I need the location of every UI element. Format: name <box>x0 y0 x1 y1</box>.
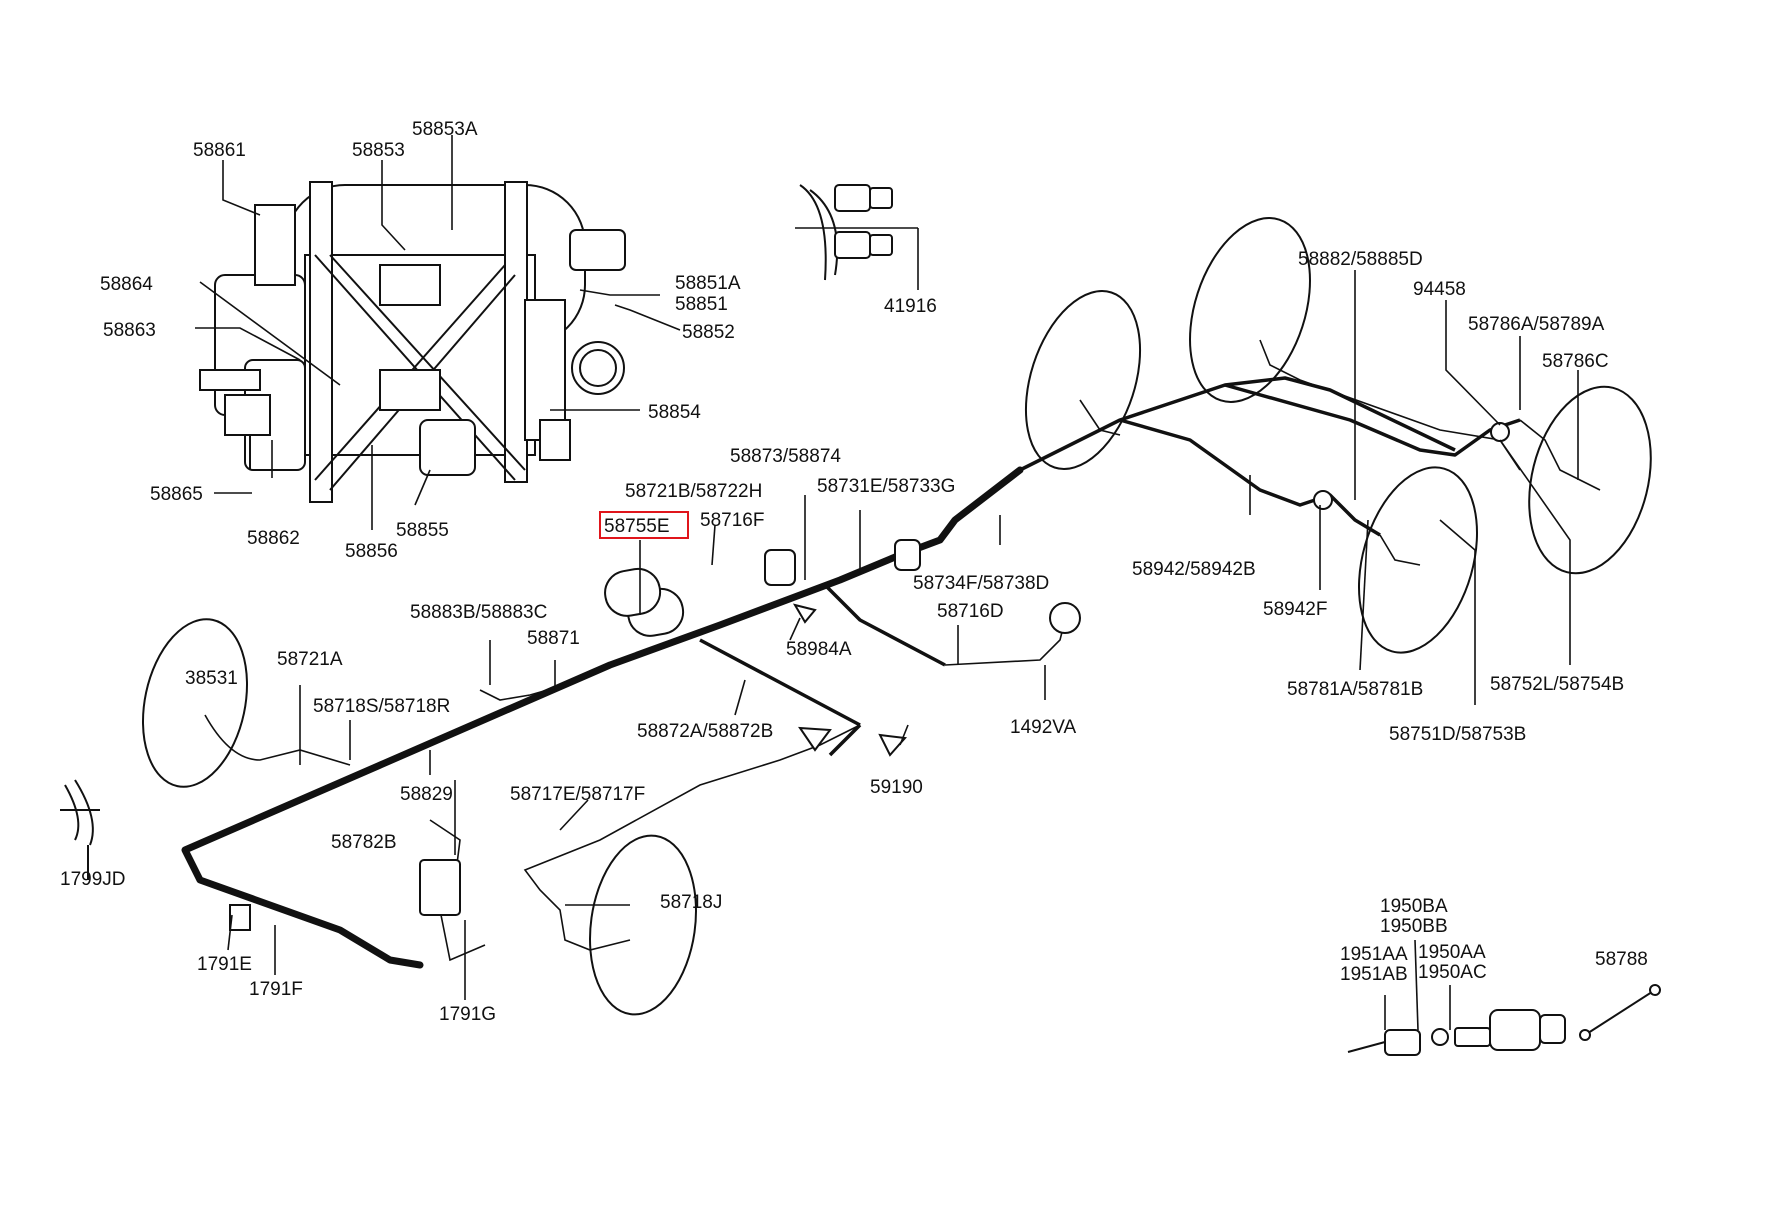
label-58856[interactable]: 58856 <box>345 541 398 562</box>
label-58718S-58718R[interactable]: 58718S/58718R <box>313 696 450 717</box>
label-58829[interactable]: 58829 <box>400 784 453 805</box>
label-1791E[interactable]: 1791E <box>197 954 252 975</box>
label-1492VA[interactable]: 1492VA <box>1010 717 1077 738</box>
fitting-41916 <box>799 184 893 281</box>
label-41916[interactable]: 41916 <box>884 296 937 317</box>
label-1951AB[interactable]: 1951AB <box>1340 964 1408 985</box>
label-58786A-58789A[interactable]: 58786A/58789A <box>1468 314 1605 335</box>
label-1950AA[interactable]: 1950AA <box>1418 942 1486 963</box>
label-1950BA[interactable]: 1950BA <box>1380 896 1448 917</box>
label-1799JD[interactable]: 1799JD <box>60 869 126 890</box>
label-58851A[interactable]: 58851A <box>675 273 741 294</box>
label-58786C[interactable]: 58786C <box>1542 351 1609 372</box>
label-58864[interactable]: 58864 <box>100 274 153 295</box>
label-58734F-58738D[interactable]: 58734F/58738D <box>913 573 1049 594</box>
label-1791F[interactable]: 1791F <box>249 979 303 1000</box>
part-labels: 58861 58853 58853A 58864 58863 58865 588… <box>60 119 1648 1025</box>
label-58855[interactable]: 58855 <box>396 520 449 541</box>
label-58851[interactable]: 58851 <box>675 294 728 315</box>
label-58731E-58733G[interactable]: 58731E/58733G <box>817 476 955 497</box>
label-58854[interactable]: 58854 <box>648 402 701 423</box>
label-58863[interactable]: 58863 <box>103 320 156 341</box>
label-58861[interactable]: 58861 <box>193 140 246 161</box>
wheels <box>141 217 1652 1016</box>
leader-lines <box>195 135 1579 1031</box>
label-58865[interactable]: 58865 <box>150 484 203 505</box>
label-58716F[interactable]: 58716F <box>700 510 764 531</box>
label-58882-58885D[interactable]: 58882/58885D <box>1298 249 1423 270</box>
label-58942-58942B[interactable]: 58942/58942B <box>1132 559 1256 580</box>
label-58852[interactable]: 58852 <box>682 322 735 343</box>
label-58717E-58717F[interactable]: 58717E/58717F <box>510 784 645 805</box>
label-58862[interactable]: 58862 <box>247 528 300 549</box>
label-1951AA[interactable]: 1951AA <box>1340 944 1408 965</box>
label-59190[interactable]: 59190 <box>870 777 923 798</box>
label-58716D[interactable]: 58716D <box>937 601 1004 622</box>
label-58782B[interactable]: 58782B <box>331 832 397 853</box>
label-58755E[interactable]: 58755E <box>604 516 670 537</box>
master-cylinder-assembly <box>199 181 626 503</box>
clip-1799JD <box>60 779 100 880</box>
label-58853[interactable]: 58853 <box>352 140 405 161</box>
label-58942F[interactable]: 58942F <box>1263 599 1327 620</box>
label-58883B-58883C[interactable]: 58883B/58883C <box>410 602 547 623</box>
label-58721A[interactable]: 58721A <box>277 649 343 670</box>
label-1950BB[interactable]: 1950BB <box>1380 916 1448 937</box>
label-58718J[interactable]: 58718J <box>660 892 722 913</box>
fitting-set-1950 <box>1347 984 1661 1056</box>
label-58751D-58753B[interactable]: 58751D/58753B <box>1389 724 1526 745</box>
brake-lines <box>181 339 1601 969</box>
label-1950AC[interactable]: 1950AC <box>1418 962 1487 983</box>
label-1791G[interactable]: 1791G <box>439 1004 496 1025</box>
label-58872A-58872B[interactable]: 58872A/58872B <box>637 721 773 742</box>
label-58752L-58754B[interactable]: 58752L/58754B <box>1490 674 1624 695</box>
label-94458[interactable]: 94458 <box>1413 279 1466 300</box>
label-38531[interactable]: 38531 <box>185 668 238 689</box>
label-58853A[interactable]: 58853A <box>412 119 478 140</box>
label-58781A-58781B[interactable]: 58781A/58781B <box>1287 679 1423 700</box>
label-58984A[interactable]: 58984A <box>786 639 852 660</box>
label-58873-58874[interactable]: 58873/58874 <box>730 446 841 467</box>
label-58721B-58722H[interactable]: 58721B/58722H <box>625 481 762 502</box>
label-58788[interactable]: 58788 <box>1595 949 1648 970</box>
label-58871[interactable]: 58871 <box>527 628 580 649</box>
highlight-box-58755E <box>599 511 689 539</box>
